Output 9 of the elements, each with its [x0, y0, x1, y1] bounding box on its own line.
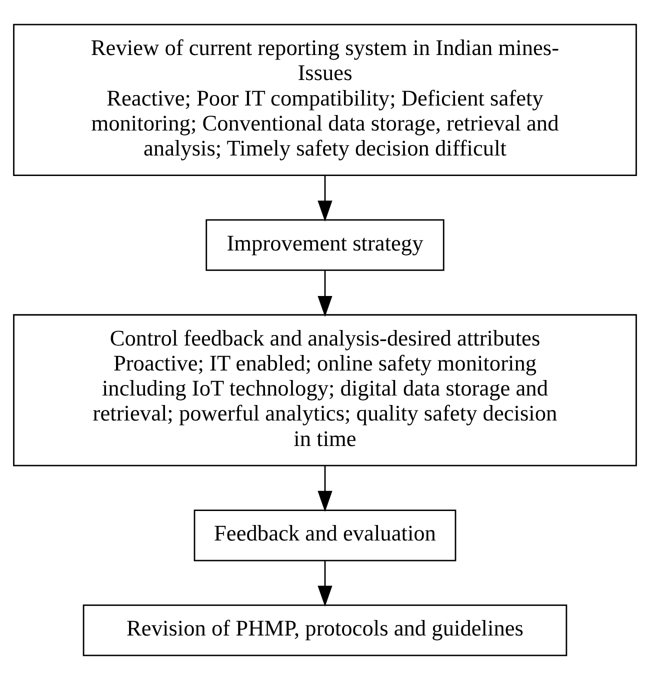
- arrow: [318, 466, 332, 512]
- node-box: Review of current reporting system in Indian mines-Issues Reactive; Poor IT compatibility; Deficient safety monitoring; Conventional data storage, retrieval and analysis; Timely safety decision difficult: [13, 24, 637, 176]
- node-box: Improvement strategy: [206, 219, 444, 271]
- arrow: [318, 270, 332, 317]
- arrow: [318, 175, 332, 222]
- node-box: Revision of PHMP, protocols and guidelines: [82, 604, 568, 656]
- node-box: Control feedback and analysis-desired attributes Proactive; IT enabled; online safety monitoring including IoT technology; digital data storage and retrieval; powerful analytics; quality safety decision in time: [13, 314, 637, 466]
- node-box: Feedback and evaluation: [194, 510, 456, 562]
- arrow: [318, 561, 332, 607]
